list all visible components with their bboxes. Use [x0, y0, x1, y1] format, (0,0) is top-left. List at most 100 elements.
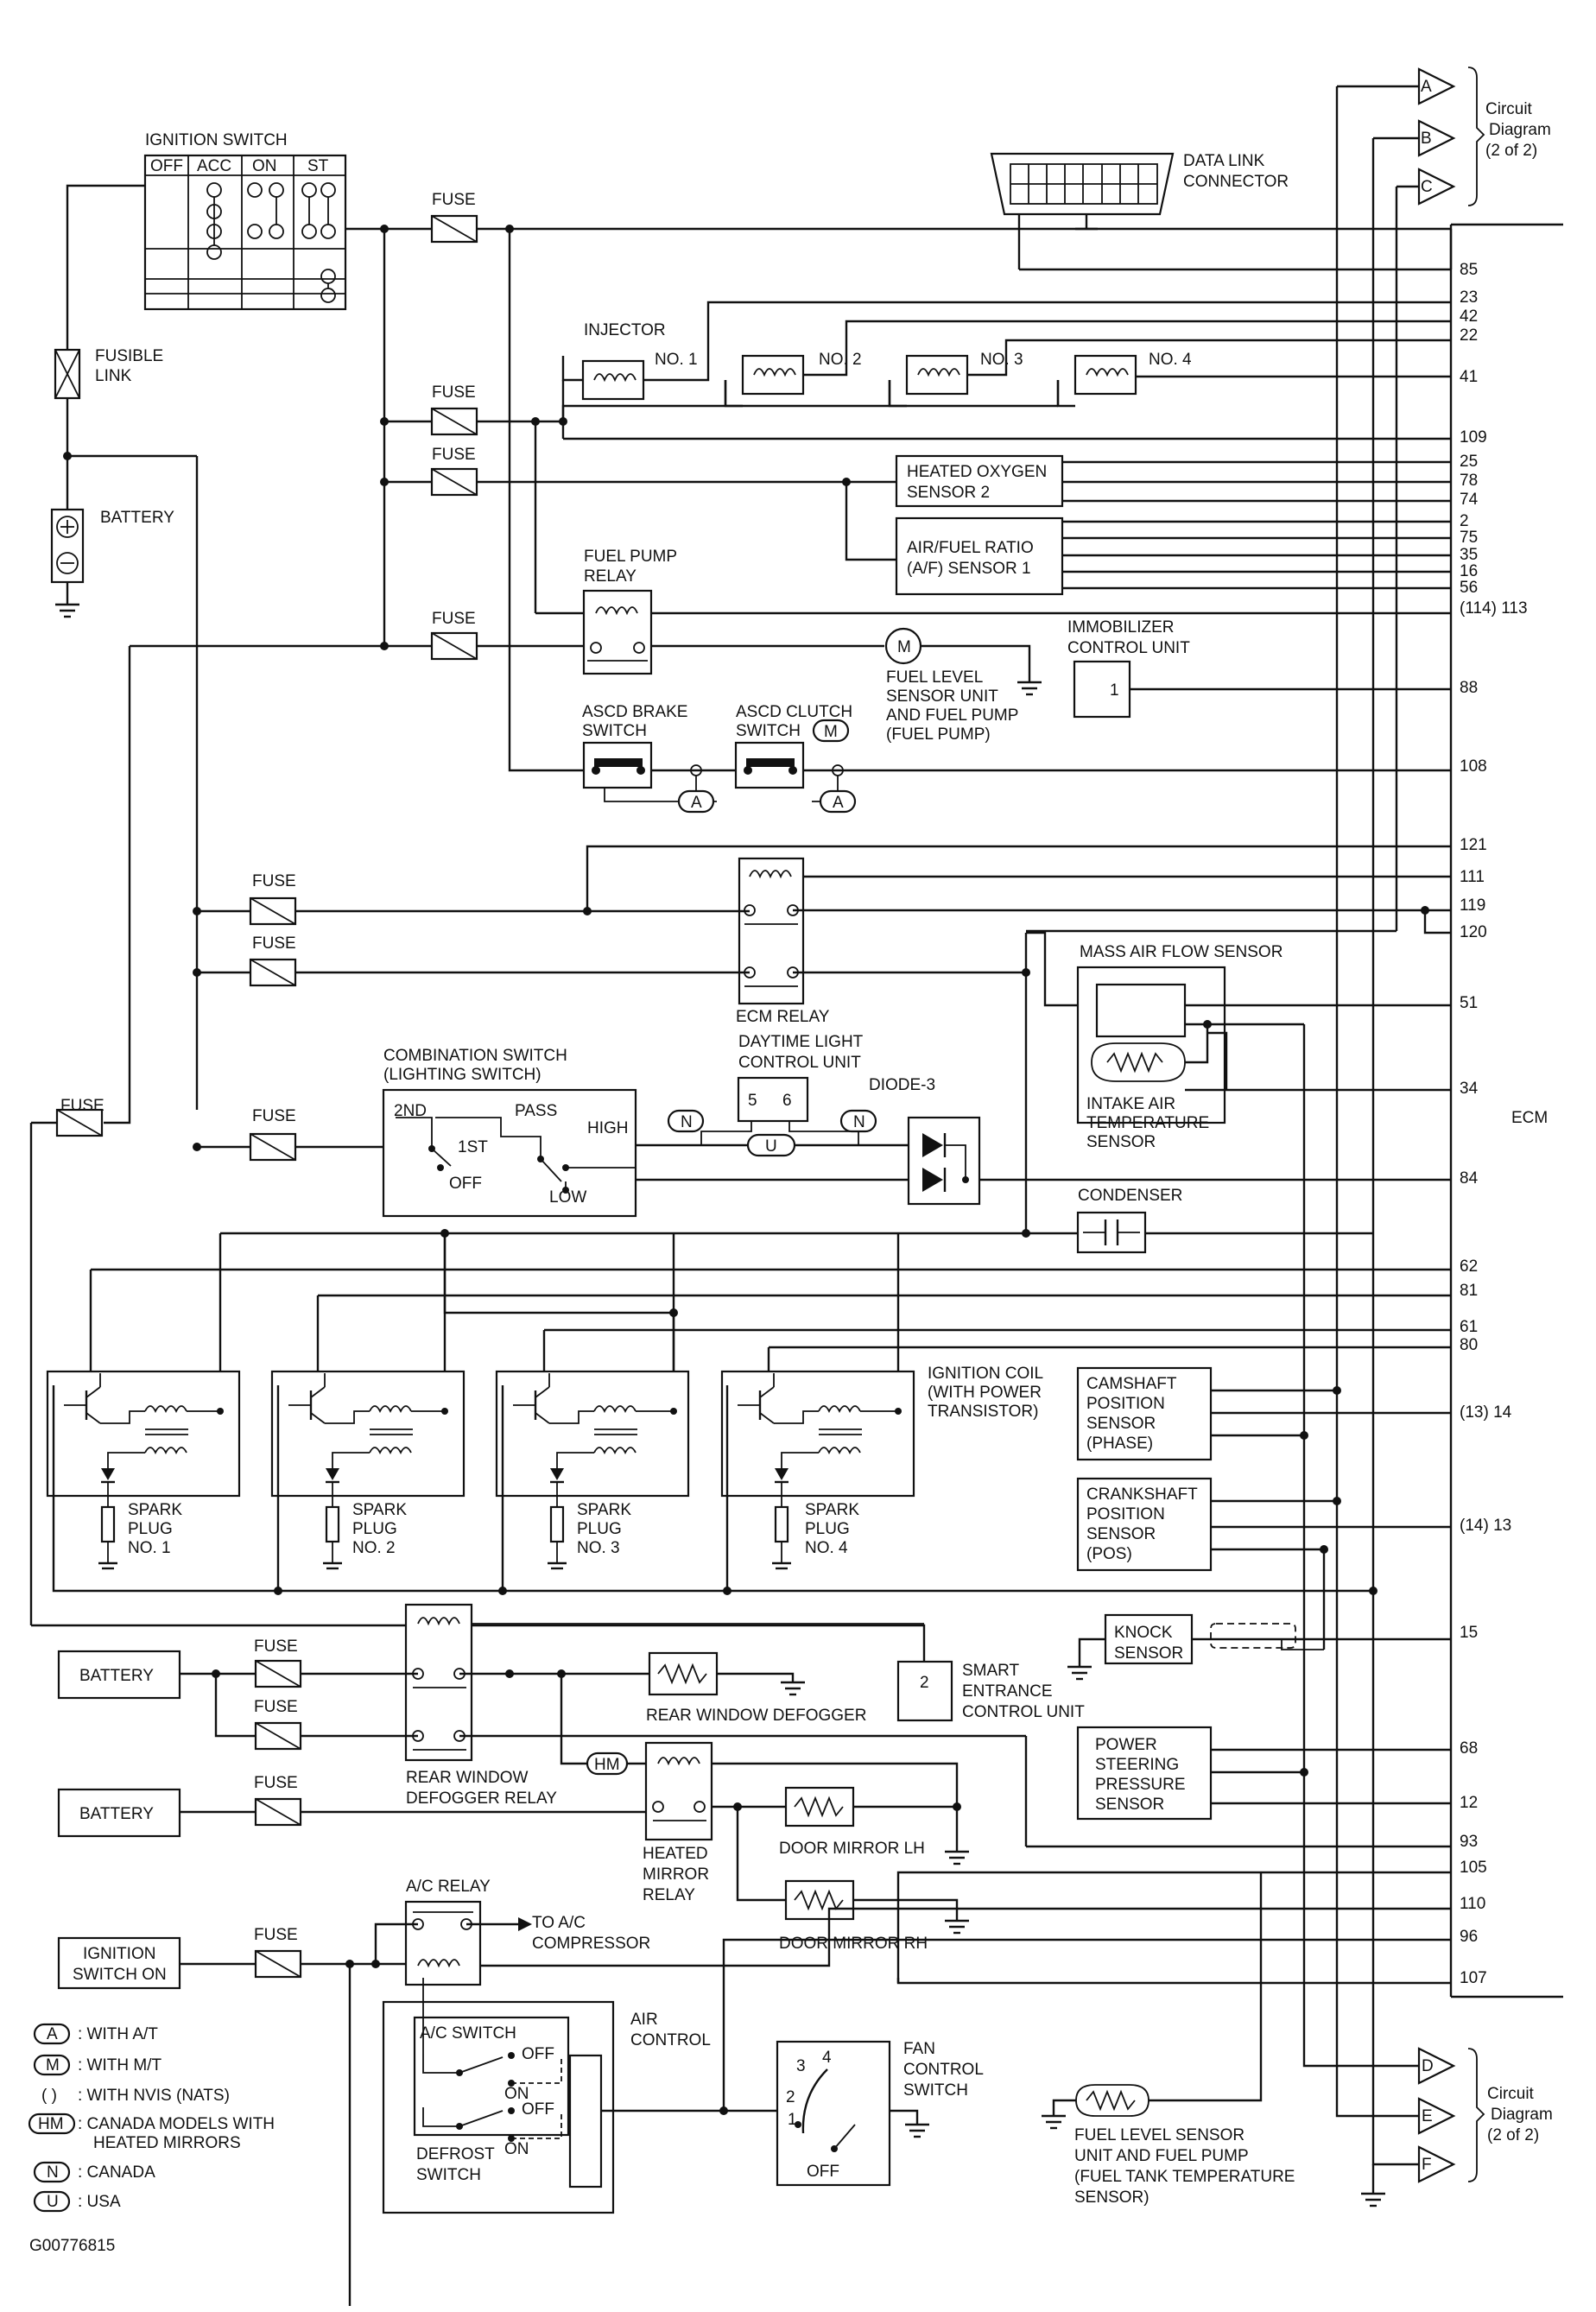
leg-hm: HM: [38, 2115, 64, 2133]
to-ac-label-2: COMPRESSOR: [532, 1935, 650, 1953]
ac-on-1: ON: [504, 2085, 529, 2103]
tag-a-1: [677, 789, 715, 814]
tag-n-2-text: N: [853, 1113, 865, 1131]
ckp-label-2: POSITION: [1086, 1505, 1165, 1523]
comb-label-1: COMBINATION SWITCH: [383, 1047, 567, 1065]
ignition-coil-4: [720, 1370, 915, 1507]
spark-4: SPARK: [805, 1501, 859, 1519]
leg-hm-text-2: HEATED MIRRORS: [93, 2134, 241, 2152]
heated-mirror-relay: [644, 1741, 713, 1841]
smart-label-3: CONTROL UNIT: [962, 1703, 1085, 1721]
injector-label: INJECTOR: [584, 321, 666, 339]
circuit-diagram-top-3: (2 of 2): [1485, 142, 1537, 160]
fuse-2: [430, 407, 478, 436]
flst-label-1: FUEL LEVEL SENSOR: [1074, 2126, 1244, 2144]
ecm-pin-35: 35: [1460, 546, 1478, 564]
ascd-clutch-switch: [734, 741, 805, 789]
smart-entrance-control-unit: [896, 1660, 953, 1722]
fan-label-3: SWITCH: [903, 2081, 968, 2100]
conn-c: C: [1421, 178, 1433, 196]
drl-pin-6: 6: [782, 1092, 792, 1110]
ecm-pin-85: 85: [1460, 261, 1478, 279]
fuse-9: [254, 1721, 302, 1751]
ign-st: ST: [307, 157, 329, 175]
motor-label: M: [897, 638, 911, 656]
smart-pin: 2: [920, 1674, 929, 1692]
legend: [28, 2023, 76, 2213]
plug-1: PLUG: [128, 1520, 173, 1538]
air-control-label-2: CONTROL: [630, 2031, 711, 2049]
ecm-pin-93: 93: [1460, 1833, 1478, 1851]
leg-a: A: [47, 2025, 58, 2043]
flst-label-4: SENSOR): [1074, 2188, 1150, 2207]
ho2s-label-2: SENSOR 2: [907, 484, 990, 502]
injector-2: [741, 354, 805, 396]
crankshaft-position-sensor: [1076, 1477, 1213, 1572]
leg-paren-text: : WITH NVIS (NATS): [78, 2087, 230, 2105]
fls-label-4: (FUEL PUMP): [886, 725, 991, 744]
injector-no1: NO. 1: [655, 351, 698, 369]
combination-switch: [382, 1088, 637, 1218]
ecm-pin-107: 107: [1460, 1969, 1487, 1987]
fuse-10: [254, 1797, 302, 1827]
fusible-link-label-1: FUSIBLE: [95, 347, 163, 365]
tag-m-clutch: [812, 719, 850, 743]
fuse-label-8: FUSE: [254, 1637, 298, 1656]
ecm-pin-108: 108: [1460, 757, 1487, 776]
condenser-label: CONDENSER: [1078, 1187, 1182, 1205]
immo-pin: 1: [1110, 681, 1119, 700]
leg-m-text: : WITH M/T: [78, 2056, 162, 2074]
ecm-pin-2: 2: [1460, 512, 1469, 530]
data-link-label-1: DATA LINK: [1183, 152, 1265, 170]
battery-box-2: [57, 1788, 181, 1838]
fuel-pump-relay: [582, 589, 653, 675]
plug-3: PLUG: [577, 1520, 622, 1538]
ac-relay: [404, 1900, 482, 1986]
ecm-pin-110: 110: [1460, 1895, 1485, 1913]
drl-label-2: CONTROL UNIT: [738, 1054, 861, 1072]
ac-switch-label: A/C SWITCH: [420, 2024, 516, 2043]
sw-pass: PASS: [515, 1102, 557, 1120]
ignition-coil-2: [270, 1370, 466, 1507]
tag-a-2: [819, 789, 857, 814]
ecm-pin-51: 51: [1460, 994, 1478, 1012]
spark-plug-2: [325, 1505, 340, 1543]
condenser: [1076, 1211, 1147, 1254]
ignition-coil-3: [495, 1370, 690, 1507]
fuse-7: [249, 1132, 297, 1162]
fuse-main: [55, 1108, 104, 1137]
spark-plug-4: [774, 1505, 789, 1543]
spark-2: SPARK: [352, 1501, 407, 1519]
fpr-label-1: FUEL PUMP: [584, 548, 677, 566]
hmr-label-2: MIRROR: [643, 1865, 709, 1884]
ecm-pin-15: 15: [1460, 1624, 1478, 1642]
iat-label-2: TEMPERATURE: [1086, 1114, 1209, 1132]
injector-no4: NO. 4: [1149, 351, 1192, 369]
afs-label-2: (A/F) SENSOR 1: [907, 560, 1031, 578]
fuse-5: [249, 896, 297, 926]
ecm-relay: [738, 857, 805, 1005]
door-mirror-lh-label: DOOR MIRROR LH: [779, 1840, 925, 1858]
ecm-pin-34: 34: [1460, 1080, 1479, 1098]
rear-window-defogger: [648, 1651, 719, 1696]
drl-label-1: DAYTIME LIGHT: [738, 1033, 864, 1051]
immobilizer-control-unit: [1073, 660, 1131, 719]
maf-label: MASS AIR FLOW SENSOR: [1080, 943, 1282, 961]
battery-box-1: [57, 1650, 181, 1700]
ascd-brake-switch: [582, 741, 653, 789]
tag-u-1-text: U: [765, 1137, 777, 1156]
ecm-pin-109: 109: [1460, 428, 1487, 447]
tag-hm-text: HM: [594, 1756, 620, 1774]
ecm-pin-75: 75: [1460, 529, 1478, 547]
fuse-11: [254, 1949, 302, 1979]
data-link-connector: [990, 152, 1175, 216]
ignition-switch: [143, 154, 347, 311]
injector-1: [581, 359, 645, 401]
tag-n-1: [667, 1109, 705, 1133]
coil-label-3: TRANSISTOR): [928, 1403, 1038, 1421]
diode-label: DIODE-3: [869, 1076, 935, 1094]
ign-acc: ACC: [197, 157, 231, 175]
leg-a-text: : WITH A/T: [78, 2025, 158, 2043]
connector-abc: [1335, 67, 1485, 1865]
